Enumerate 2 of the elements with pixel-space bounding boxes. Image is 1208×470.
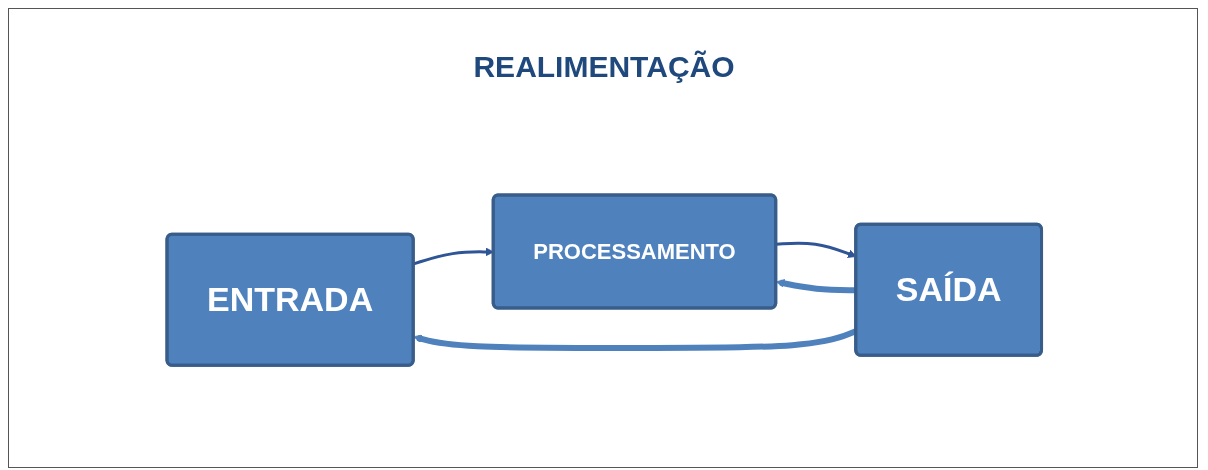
feedback-label: REALIMENTAÇÃO	[473, 50, 735, 84]
arrow	[775, 278, 856, 294]
